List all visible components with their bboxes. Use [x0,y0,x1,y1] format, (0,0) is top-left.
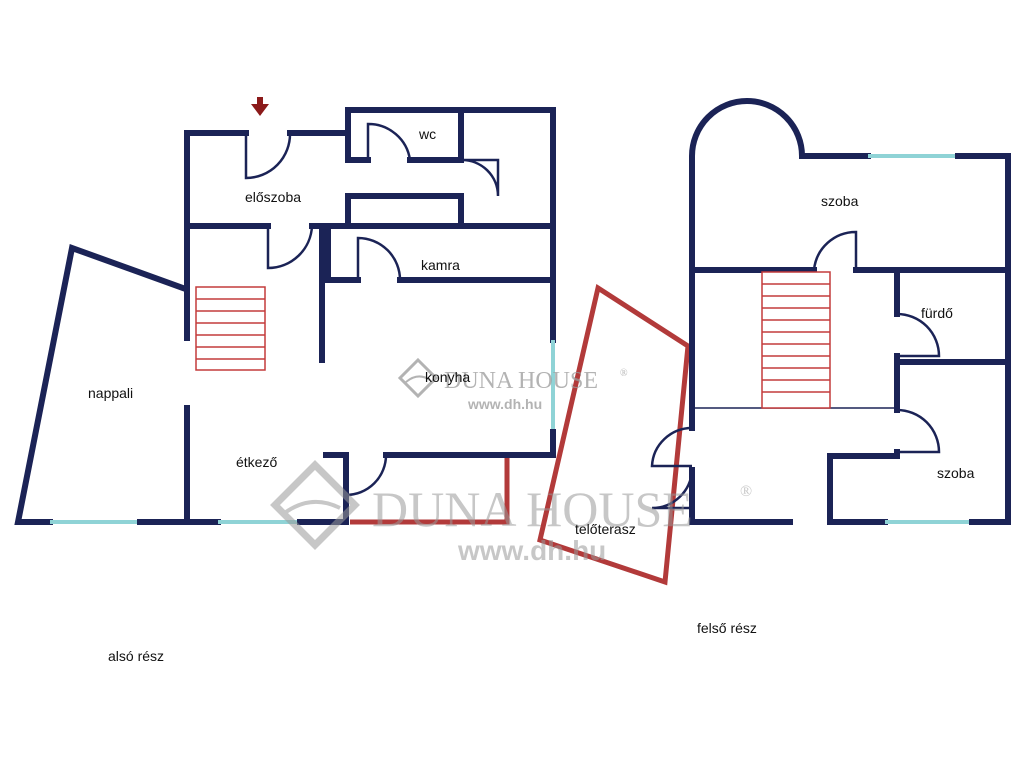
lower-terrace-edge [350,458,510,525]
watermark-large: DUNA HOUSE ® www.dh.hu [270,460,752,566]
room-label-konyha: konyha [425,369,470,385]
room-label-furdo: fürdő [921,305,953,321]
caption-upper-level: felső rész [697,620,757,636]
room-label-szoba-upper: szoba [821,193,859,209]
room-label-wc: wc [418,126,436,142]
closet-wall [345,193,464,229]
szoba-door [812,230,858,271]
terrace-door [650,426,694,510]
room-label-szoba-lower: szoba [937,465,975,481]
duna-house-logo-icon [270,460,360,550]
duna-house-logo-icon [397,357,439,399]
upper-level [650,98,1011,525]
upper-stairs [761,271,831,409]
lower-stairs [195,286,266,371]
watermark-small: DUNA HOUSE ® www.dh.hu [397,357,628,412]
entrance-door [244,132,292,180]
lower-level [14,107,556,525]
teloterasz-outline [537,283,691,586]
watermark-reg-large: ® [740,483,752,500]
furdo-door [896,312,941,358]
watermark-reg-small: ® [620,368,628,379]
nappali-outer-wall [14,243,187,525]
kamra-door [356,236,402,281]
watermark-brand-large: DUNA HOUSE [372,481,693,537]
room-label-nappali: nappali [88,385,133,401]
lower-szoba-door [896,408,941,454]
tower-wall [689,98,806,431]
room-label-eloszoba: előszoba [245,189,301,205]
watermark-url-small: www.dh.hu [467,396,542,412]
room-label-teloterasz: telőterasz [575,521,636,537]
wc-block-outer [345,107,556,229]
watermark-brand-small: DUNA HOUSE [444,368,598,394]
hall-door [266,225,314,270]
caption-lower-level: alsó rész [108,648,164,664]
watermark-url-large: www.dh.hu [457,535,606,566]
room-label-etkezo: étkező [236,454,277,470]
entrance-arrow-icon [251,97,269,116]
room-label-kamra: kamra [421,257,460,273]
wc-door [366,122,412,161]
closet-door [460,158,500,197]
